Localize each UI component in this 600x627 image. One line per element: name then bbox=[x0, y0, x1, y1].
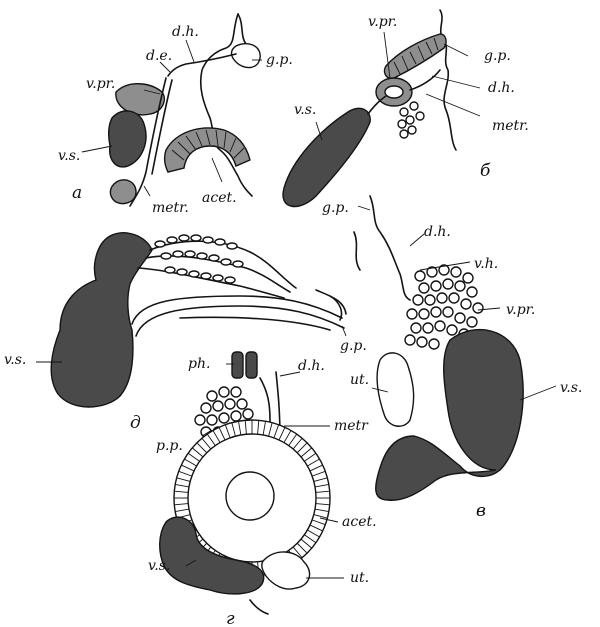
label-g-pp: p.p. bbox=[156, 438, 183, 454]
uterus-v bbox=[376, 352, 415, 427]
seminal-vesicle-v bbox=[375, 328, 524, 501]
label-g-ph: ph. bbox=[188, 356, 210, 372]
acetabulum-a bbox=[163, 127, 251, 173]
panel-label-b: б bbox=[480, 161, 491, 181]
panel-label-v: в bbox=[476, 501, 486, 521]
label-b-metr: metr. bbox=[492, 118, 529, 134]
acetabulum-striation bbox=[206, 433, 216, 446]
acetabulum-striation bbox=[212, 430, 221, 443]
label-v-dh: d.h. bbox=[424, 224, 451, 240]
acetabulum-striation bbox=[283, 430, 292, 443]
panel-b: v.pr. g.p. d.h. v.s. metr. б bbox=[282, 9, 529, 208]
acetabulum-striation bbox=[224, 424, 231, 439]
acetabulum-striation bbox=[278, 427, 286, 441]
label-d-vs: v.s. bbox=[4, 352, 26, 368]
acetabulum-striation bbox=[304, 452, 317, 462]
acetabulum-striation bbox=[314, 508, 329, 512]
label-b-gp: g.p. bbox=[484, 48, 511, 64]
acetabulum-striation bbox=[201, 437, 212, 450]
acetabulum-striation bbox=[296, 542, 308, 554]
acetabulum-striation bbox=[184, 458, 197, 467]
acetabulum-striation bbox=[218, 427, 226, 441]
acetabulum-striation bbox=[268, 422, 273, 437]
seminal-vesicle-b bbox=[282, 107, 371, 208]
label-b-vs: v.s. bbox=[294, 102, 316, 118]
hermaphroditic-duct-a bbox=[167, 53, 237, 77]
panel-g: ph. d.h. p.p. metr acet. v.s. ut. г bbox=[148, 351, 377, 627]
label-v-vh: v.h. bbox=[474, 256, 498, 272]
acetabulum-striation bbox=[244, 420, 247, 435]
acetabulum-striation bbox=[309, 524, 323, 532]
acetabulum-striation bbox=[296, 442, 308, 454]
acetabulum-striation bbox=[314, 484, 329, 488]
label-a-metr: metr. bbox=[152, 200, 189, 216]
acetabulum-striation bbox=[304, 534, 317, 544]
label-a-dh: d.h. bbox=[172, 24, 199, 40]
seminal-vesicle-a bbox=[107, 110, 147, 168]
acetabulum-striation bbox=[176, 477, 191, 482]
pharynx-g bbox=[231, 351, 258, 379]
label-b-vpr: v.pr. bbox=[368, 14, 397, 30]
genital-pore-b bbox=[383, 33, 447, 80]
panel-label-d: д bbox=[130, 413, 141, 433]
acetabulum-striation bbox=[292, 437, 303, 450]
panel-d: v.s. g.p. д bbox=[4, 232, 367, 433]
uterus-g bbox=[261, 551, 311, 590]
label-v-vpr: v.pr. bbox=[506, 302, 535, 318]
acetabulum-striation bbox=[175, 484, 190, 488]
acetabulum-striation bbox=[309, 464, 323, 472]
label-g-dh: d.h. bbox=[298, 358, 325, 374]
acetabulum-striation bbox=[307, 458, 320, 467]
acetabulum-striation bbox=[238, 421, 242, 436]
label-a-acet: acet. bbox=[202, 190, 237, 206]
acetabulum-striation bbox=[262, 421, 266, 436]
acetabulum-striation bbox=[196, 442, 208, 454]
panel-v: g.p. d.h. v.h. v.pr. ut. v.s. в bbox=[322, 195, 582, 521]
acetabulum-striation bbox=[174, 503, 189, 506]
acetabulum-striation bbox=[311, 470, 326, 477]
label-a-de: d.e. bbox=[146, 48, 172, 64]
acetabulum-striation bbox=[307, 529, 320, 538]
label-d-gp: g.p. bbox=[340, 338, 367, 354]
acetabulum-striation bbox=[174, 490, 189, 493]
label-a-vs: v.s. bbox=[58, 148, 80, 164]
acetabulum-striation bbox=[311, 519, 326, 526]
label-g-metr: metr bbox=[334, 418, 369, 434]
label-v-vs: v.s. bbox=[560, 380, 582, 396]
pars-prostatica-a bbox=[115, 83, 166, 116]
label-a-gp: g.p. bbox=[266, 52, 293, 68]
acetabulum-striation bbox=[231, 422, 236, 437]
acetabulum-striation bbox=[313, 477, 328, 482]
acetabulum-striation bbox=[292, 546, 303, 559]
acetabulum-striation bbox=[175, 508, 190, 512]
seminal-vesicle-g bbox=[159, 516, 265, 595]
genital-pore-a bbox=[230, 42, 261, 69]
label-v-gp: g.p. bbox=[322, 200, 349, 216]
acetabulum-striation bbox=[257, 420, 260, 435]
label-a-vpr: v.pr. bbox=[86, 76, 115, 92]
label-g-acet: acet. bbox=[342, 514, 377, 530]
acetabulum-striation bbox=[187, 452, 200, 462]
label-v-ut: ut. bbox=[350, 372, 369, 388]
panel-a: d.h. d.e. v.pr. v.s. g.p. metr. acet. a bbox=[58, 13, 293, 216]
acetabulum-striation bbox=[181, 464, 195, 472]
acetabulum-striation bbox=[313, 514, 328, 519]
acetabulum-striation bbox=[300, 447, 313, 458]
panel-label-a: a bbox=[72, 183, 82, 203]
acetabulum-striation bbox=[300, 538, 313, 549]
acetabulum-striation bbox=[288, 433, 298, 446]
acetabulum-striation bbox=[191, 447, 204, 458]
acetabulum-striation bbox=[178, 470, 193, 477]
acetabulum-striation bbox=[315, 503, 330, 506]
label-g-vs: v.s. bbox=[148, 558, 170, 574]
panel-label-g: г bbox=[226, 609, 235, 627]
label-b-dh: d.h. bbox=[488, 80, 515, 96]
label-g-ut: ut. bbox=[350, 570, 369, 586]
acetabulum-striation bbox=[273, 424, 280, 439]
acetabulum-center-g bbox=[225, 471, 275, 521]
seminal-vesicle-d bbox=[50, 232, 153, 408]
acetabulum-striation bbox=[315, 490, 330, 493]
